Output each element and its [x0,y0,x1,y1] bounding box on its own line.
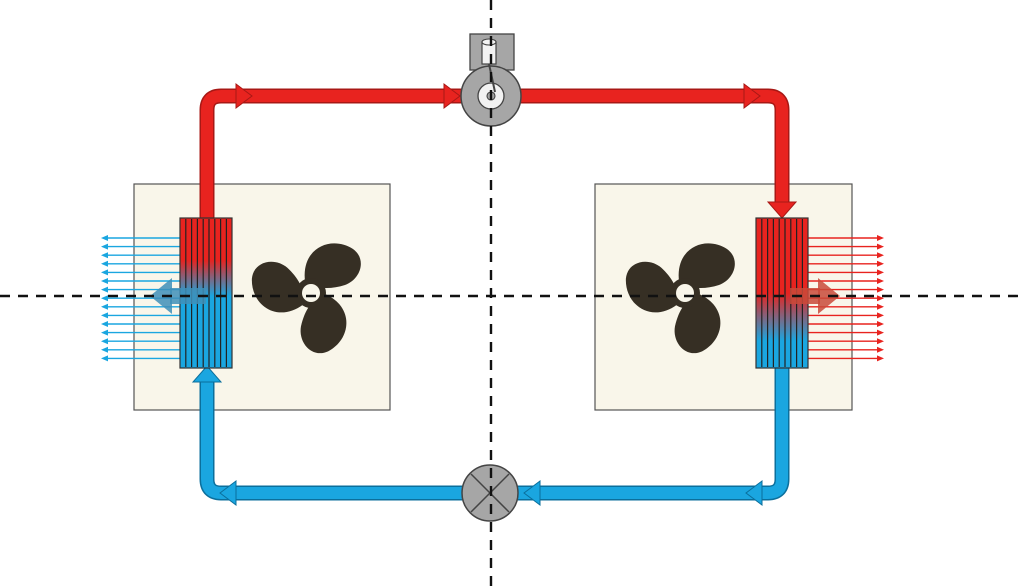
right-airflow-arrowhead [877,312,884,319]
flow-arrow-hot-2 [443,83,461,109]
right-fan-icon [625,243,735,354]
right-airflow-arrowhead [877,295,884,302]
right-airflow-arrowhead [877,346,884,353]
left-airflow-arrowhead [101,321,108,327]
left-airflow-arrowhead [101,243,108,250]
right-airflow-arrowhead [877,278,884,284]
right-airflow-arrowhead [877,252,884,259]
left-airflow-arrowhead [101,329,108,336]
right-airflow-arrows [806,235,884,362]
left-airflow-arrowhead [101,260,108,267]
left-airflow-arrowhead [101,355,108,362]
hot-line-right [512,88,790,210]
flow-arrow-hot-3 [743,83,761,109]
cold-line-right [514,368,790,501]
right-airflow-arrowhead [877,286,884,293]
left-airflow-arrowhead [101,303,108,310]
left-airflow-arrowhead [101,338,108,345]
right-airflow-arrowhead [877,338,884,345]
flow-arrow-hot-1 [235,83,253,109]
flow-arrow-cold-up [191,365,223,383]
right-airflow-arrowhead [877,269,884,276]
right-airflow-arrowhead [877,260,884,267]
flow-arrow-hot-down [766,201,798,219]
left-airflow-arrowhead [101,269,108,276]
right-airflow-arrowhead [877,235,884,241]
left-airflow-arrowhead [101,235,108,241]
left-airflow-arrowhead [101,278,108,284]
right-airflow-arrowhead [877,321,884,327]
hot-line-left [199,88,470,218]
right-airflow-arrowhead [877,243,884,250]
left-airflow-arrowhead [101,312,108,319]
flow-arrow-cold-1 [745,480,763,506]
left-airflow-arrowhead [101,295,108,302]
right-airflow-arrowhead [877,329,884,336]
left-airflow-arrowhead [101,252,108,259]
flow-arrow-cold-3 [219,480,237,506]
left-fan-icon [251,243,361,354]
left-airflow-arrowhead [101,346,108,353]
flow-arrow-cold-2 [523,480,541,506]
right-airflow-arrowhead [877,355,884,362]
right-airflow-arrowhead [877,303,884,310]
left-airflow-arrowhead [101,286,108,293]
